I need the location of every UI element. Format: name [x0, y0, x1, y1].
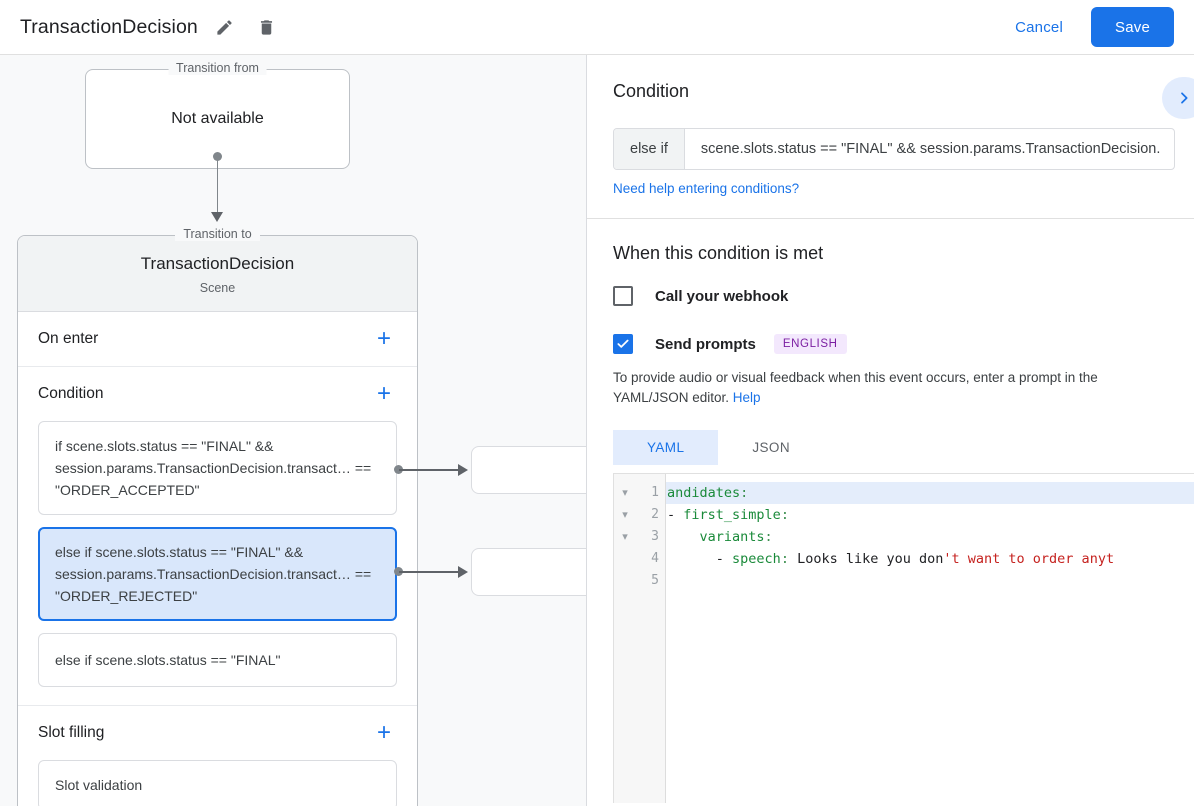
condition-heading: Condition — [613, 81, 690, 101]
pencil-icon[interactable] — [210, 12, 240, 42]
transition-from-legend: Transition from — [168, 61, 267, 75]
fold-toggle-icon[interactable]: ▾ — [622, 487, 628, 499]
line-number: 1 — [651, 485, 659, 500]
language-badge: ENGLISH — [773, 334, 847, 354]
transition-to-node[interactable]: TransactionDecision Scene On enter + Con… — [17, 235, 418, 806]
section-condition: Condition + if scene.slots.status == "FI… — [18, 367, 417, 706]
chevron-right-icon[interactable] — [1162, 77, 1194, 119]
fold-toggle-icon[interactable]: ▾ — [622, 509, 628, 521]
prompts-helper-text-body: To provide audio or visual feedback when… — [613, 370, 1098, 405]
section-head-on-enter: On enter + — [38, 312, 397, 366]
code-token: speech — [732, 551, 781, 567]
slot-validation-card[interactable]: Slot validation — [38, 760, 397, 806]
connector-line-branch-1 — [399, 469, 461, 471]
section-title-on-enter: On enter — [38, 330, 99, 347]
flow-canvas[interactable]: Transition from Not available Transition… — [0, 55, 586, 806]
connector-arrow-branch-2 — [458, 566, 468, 578]
section-on-enter: On enter + — [18, 312, 417, 367]
code-token: : — [740, 485, 749, 501]
editor-fold-column[interactable]: ▾ ▾ ▾ — [614, 474, 636, 803]
send-prompts-row[interactable]: Send prompts ENGLISH — [613, 334, 1168, 354]
section-title-slot-filling: Slot filling — [38, 724, 105, 741]
connector-dot-branch-1 — [394, 465, 403, 474]
line-number: 5 — [651, 573, 659, 588]
section-slot-filling: Slot filling + Slot validation — [18, 706, 417, 806]
connector-line-branch-2 — [399, 571, 461, 573]
top-bar: TransactionDecision Cancel Save — [0, 0, 1194, 55]
fold-toggle-icon[interactable]: ▾ — [622, 531, 628, 543]
code-token: first_simple — [683, 507, 781, 523]
code-line[interactable] — [666, 570, 1194, 592]
line-number: 4 — [651, 551, 659, 566]
code-token: variants — [699, 529, 765, 545]
condition-card-selected[interactable]: else if scene.slots.status == "FINAL" &&… — [38, 527, 397, 621]
code-line[interactable]: - first_simple: — [666, 504, 1194, 526]
transition-to-legend: Transition to — [17, 227, 418, 241]
tab-yaml[interactable]: YAML — [613, 430, 719, 465]
code-line[interactable]: andidates: — [666, 482, 1194, 504]
scene-type: Scene — [199, 281, 236, 295]
line-number: 3 — [651, 529, 659, 544]
send-prompts-checkbox[interactable] — [613, 334, 633, 354]
code-line[interactable]: variants: — [666, 526, 1194, 548]
page-title: TransactionDecision — [20, 15, 198, 38]
editor-line-numbers: 1 2 3 4 5 — [636, 474, 666, 803]
need-help-conditions-link[interactable]: Need help entering conditions? — [613, 181, 800, 196]
add-condition-button[interactable]: + — [376, 380, 391, 407]
help-link[interactable]: Help — [732, 390, 761, 405]
connector-arrow-branch-1 — [458, 464, 468, 476]
call-webhook-checkbox[interactable] — [613, 286, 633, 306]
connector-dot-branch-2 — [394, 567, 403, 576]
transition-from-title: Not available — [171, 110, 264, 127]
send-prompts-label: Send prompts — [655, 335, 756, 353]
condition-card[interactable]: if scene.slots.status == "FINAL" && sess… — [38, 421, 397, 515]
branch-target-node-1[interactable] — [471, 446, 586, 494]
code-token: - — [667, 507, 684, 523]
branch-target-node-2[interactable] — [471, 548, 586, 596]
cancel-button[interactable]: Cancel — [1001, 11, 1077, 44]
tab-json[interactable]: JSON — [752, 440, 790, 455]
add-slot-filling-button[interactable]: + — [376, 719, 391, 746]
code-token: andidates — [667, 485, 741, 501]
transition-to-legend-text: Transition to — [175, 227, 260, 241]
editor-format-tabs: YAML JSON — [613, 430, 1168, 465]
condition-card[interactable]: else if scene.slots.status == "FINAL" — [38, 633, 397, 687]
code-token — [667, 529, 700, 545]
condition-prefix-label: else if — [614, 129, 685, 169]
add-on-enter-button[interactable]: + — [376, 325, 391, 352]
call-webhook-label: Call your webhook — [655, 287, 789, 305]
detail-panel: Condition else if scene.slots.status == … — [586, 55, 1194, 806]
when-condition-met-section: When this condition is met Call your web… — [587, 219, 1194, 803]
save-button[interactable]: Save — [1091, 7, 1174, 47]
scene-header: TransactionDecision Scene — [18, 236, 417, 312]
code-token: Looks like you don — [788, 551, 944, 567]
fold-spacer — [614, 548, 636, 570]
connector-arrow-down — [211, 212, 223, 222]
call-webhook-row[interactable]: Call your webhook — [613, 286, 1168, 306]
code-token: : — [780, 507, 789, 523]
section-title-condition: Condition — [38, 385, 104, 402]
code-token: - — [667, 551, 733, 567]
section-head-slot-filling: Slot filling + — [38, 706, 397, 760]
connector-line-vertical — [216, 156, 218, 216]
editor-code-area[interactable]: andidates:- first_simple: variants: - sp… — [666, 474, 1194, 803]
condition-input-row[interactable]: else if scene.slots.status == "FINAL" &&… — [613, 128, 1175, 170]
fold-spacer — [614, 570, 636, 592]
when-condition-met-heading: When this condition is met — [613, 243, 824, 263]
line-number: 2 — [651, 507, 659, 522]
code-line[interactable]: - speech: Looks like you don't want to o… — [666, 548, 1194, 570]
code-token: : — [764, 529, 773, 545]
panel-divider — [587, 218, 1194, 219]
condition-section: Condition else if scene.slots.status == … — [587, 55, 1194, 218]
section-head-condition: Condition + — [38, 367, 397, 421]
code-token: : — [780, 551, 789, 567]
condition-expression-input[interactable]: scene.slots.status == "FINAL" && session… — [700, 141, 1161, 157]
trash-icon[interactable] — [252, 12, 282, 42]
scene-name: TransactionDecision — [140, 254, 295, 273]
prompts-helper-text: To provide audio or visual feedback when… — [613, 368, 1168, 408]
code-token: 't want to order anyt — [943, 551, 1115, 567]
